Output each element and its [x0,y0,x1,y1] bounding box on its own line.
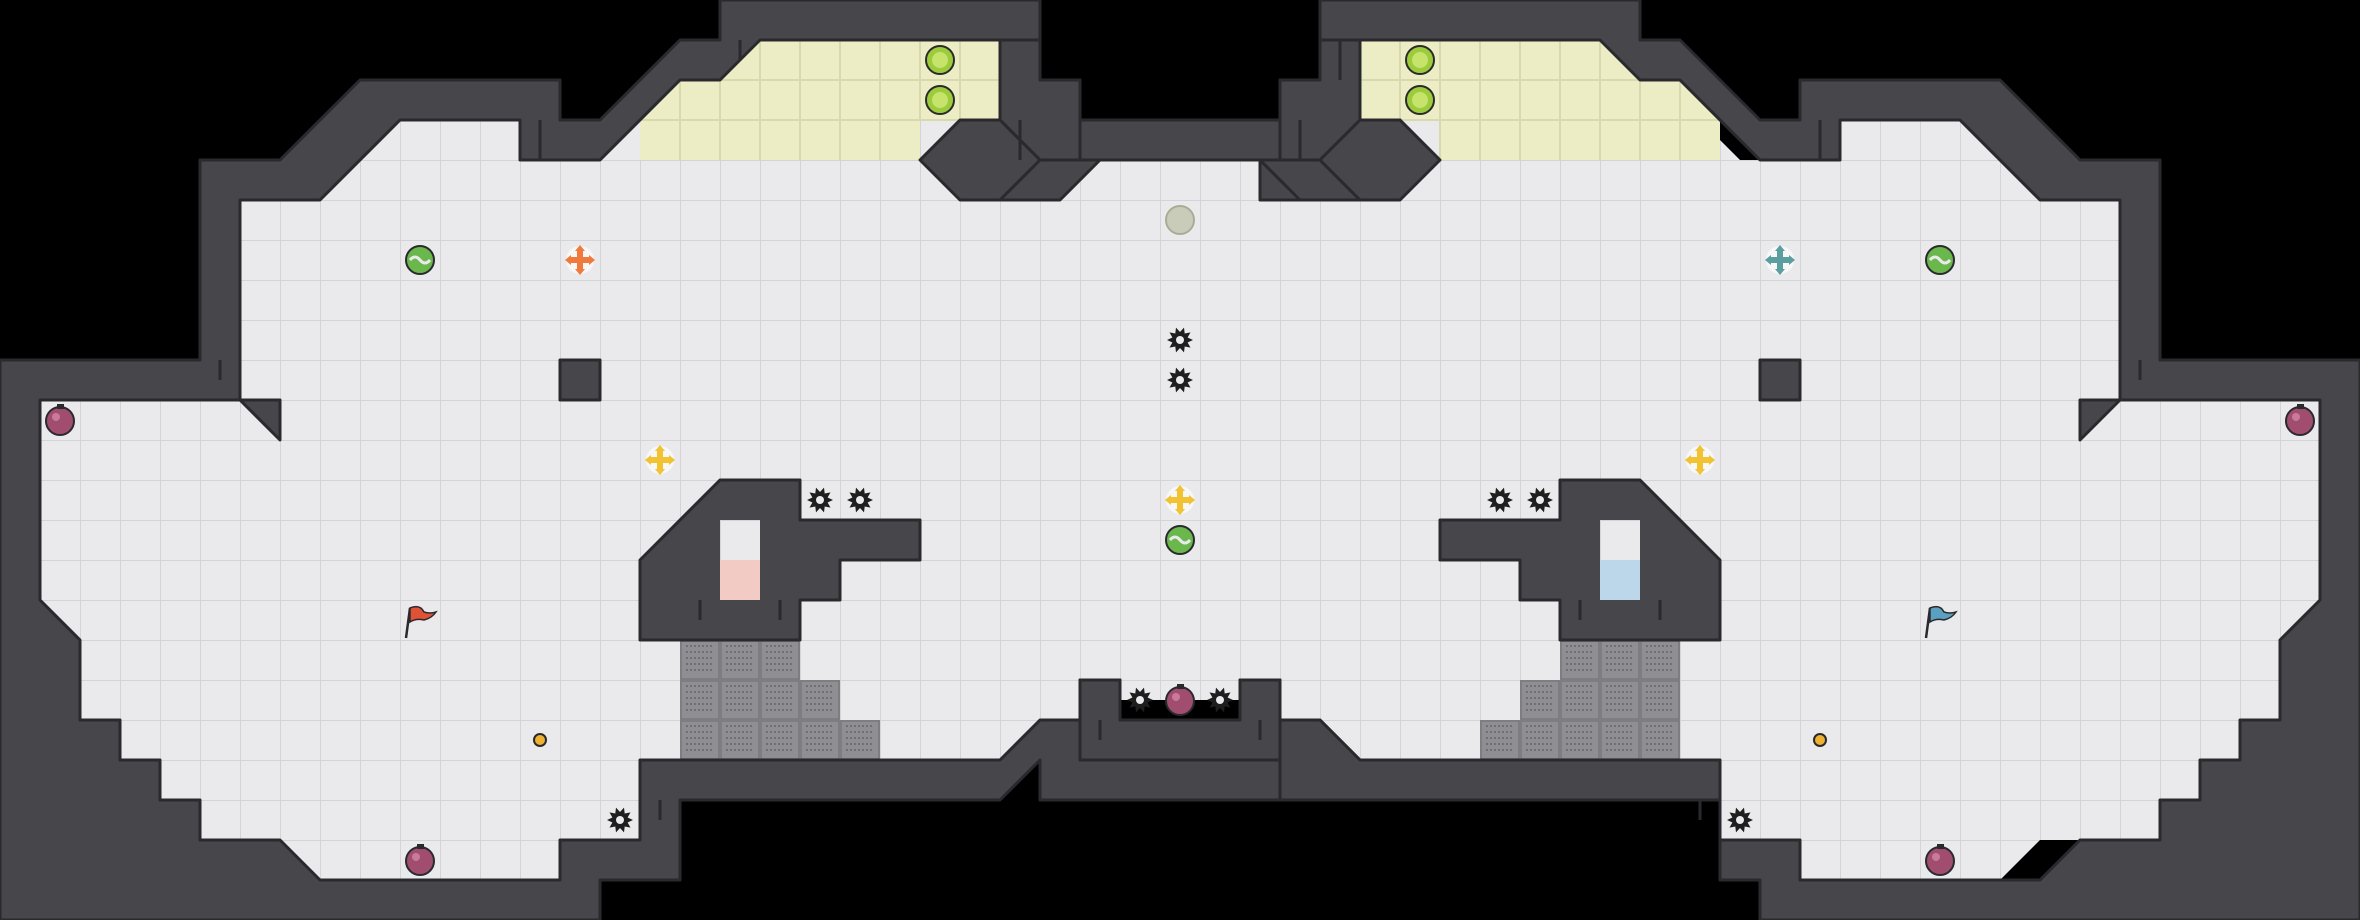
neutral-circle-icon [1165,205,1195,235]
base-structure-right [1438,478,1722,642]
base-structure-left [638,478,922,642]
jukejuice-icon [1925,245,1955,275]
spike-icon [607,807,633,833]
wall-block-left [558,358,602,402]
jukejuice-icon [405,245,435,275]
jukejuice-icon [1165,525,1195,555]
red-flag-icon [404,605,438,639]
spike-icon [807,487,833,513]
bomb-icon [45,404,75,436]
wall-seams [218,40,2142,820]
outer-wall-right [1278,0,2360,920]
spike-icon [1487,487,1513,513]
spawn-ramp-right [1318,118,1442,202]
powerup-icon [1405,85,1435,115]
boost-icon [645,445,675,475]
grate-tiles [680,640,1680,760]
boost-icon [1765,245,1795,275]
bomb-icon [405,844,435,876]
wall-block-right [1758,358,1802,402]
spike-icon [1207,687,1233,713]
base-interiors [720,520,1640,600]
floor-area [40,40,2320,880]
powerup-icon [1405,45,1435,75]
portal-icon [533,733,547,747]
spawn-ramp-left [918,118,1042,202]
blue-flag-icon [1924,605,1958,639]
powerup-icon [925,45,955,75]
game-objects [45,45,2315,876]
powerup-icon [925,85,955,115]
spike-icon [1167,327,1193,353]
boost-icon [1685,445,1715,475]
spike-icon [1727,807,1753,833]
bomb-icon [1165,684,1195,716]
spike-icon [1527,487,1553,513]
bomb-icon [1925,844,1955,876]
floor-main [40,40,2320,880]
spike-icon [1127,687,1153,713]
portal-icon [1813,733,1827,747]
center-bottom-wall [1078,678,1282,762]
spike-icon [1167,367,1193,393]
boost-icon [565,245,595,275]
bomb-icon [2285,404,2315,436]
spike-icon [847,487,873,513]
boost-icon [1165,485,1195,515]
